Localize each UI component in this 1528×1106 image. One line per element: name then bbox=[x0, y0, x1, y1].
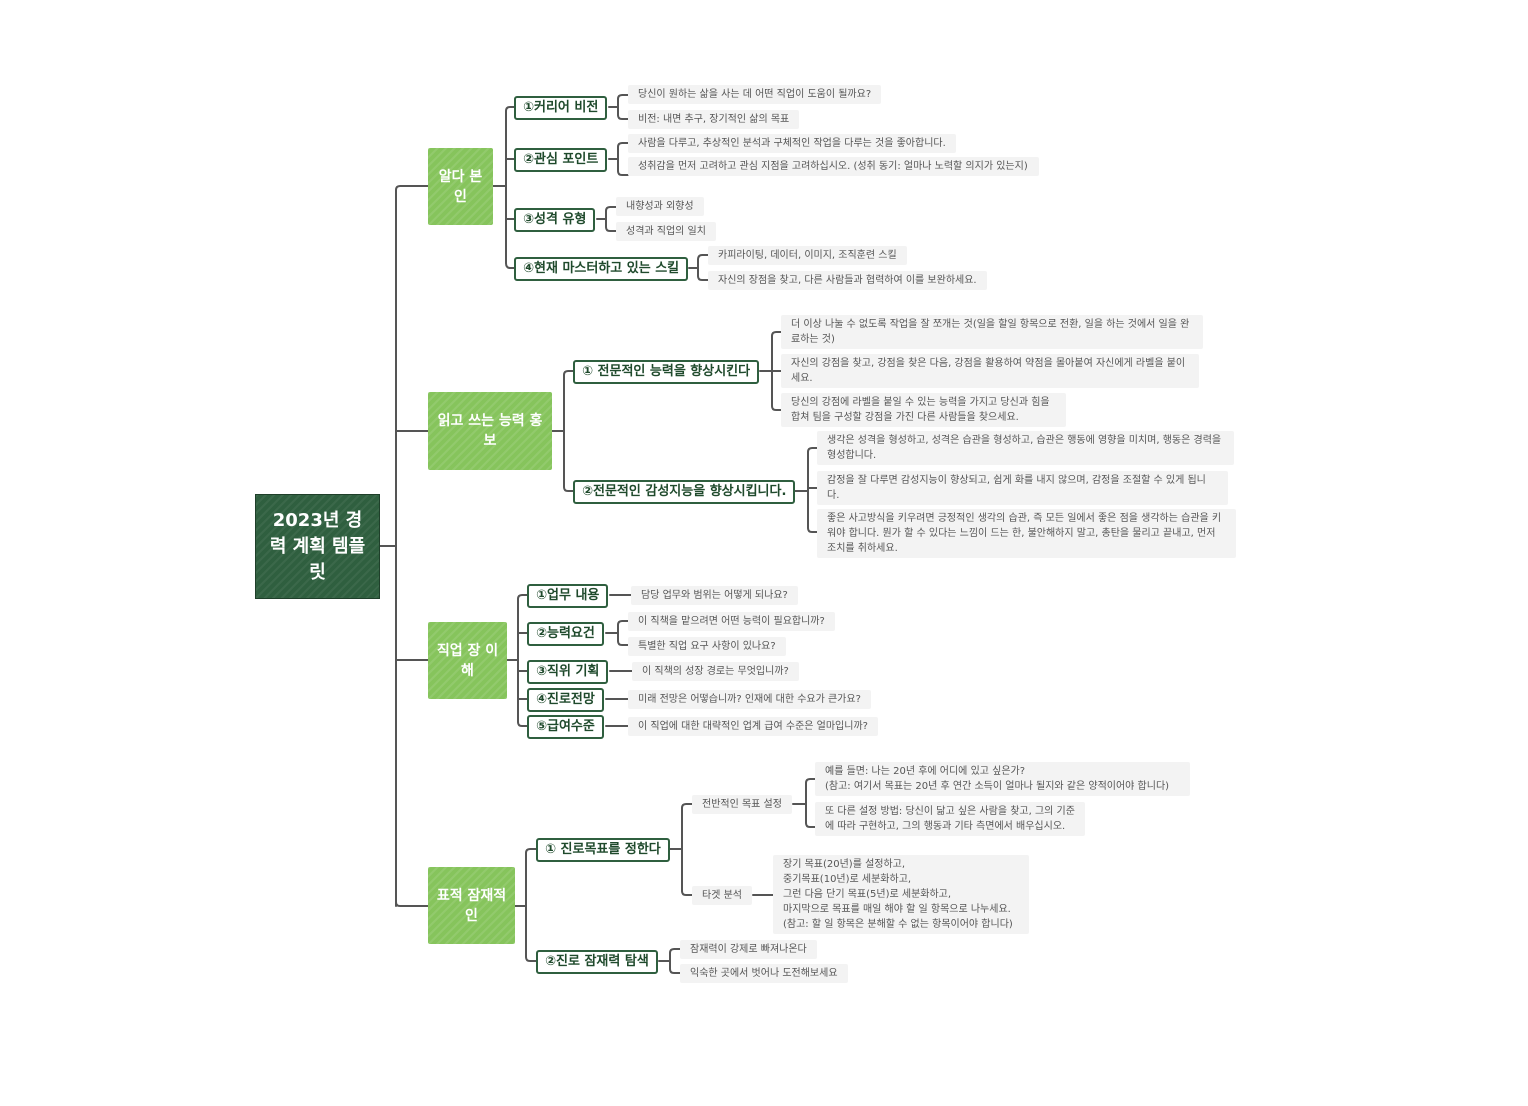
sub-career-vision[interactable]: ①커리어 비전 bbox=[514, 96, 608, 120]
mid-target-analysis[interactable]: 타겟 분석 bbox=[692, 886, 752, 905]
sub-career-outlook[interactable]: ④진로전망 bbox=[527, 688, 604, 712]
sub-salary-level[interactable]: ⑤급여수준 bbox=[527, 715, 604, 739]
sub-personality-type[interactable]: ③성격 유형 bbox=[514, 208, 596, 232]
branch-understand-job[interactable]: 직업 장 이해 bbox=[428, 622, 507, 699]
leaf[interactable]: 이 직책을 맡으려면 어떤 능력이 필요합니까? bbox=[628, 612, 835, 631]
sub-set-career-goal[interactable]: ① 진로목표를 정한다 bbox=[536, 838, 670, 862]
branch-literacy[interactable]: 읽고 쓰는 능력 홍보 bbox=[428, 392, 552, 470]
sub-job-content[interactable]: ①업무 내용 bbox=[527, 584, 609, 608]
sub-explore-potential[interactable]: ②진로 잠재력 탐색 bbox=[536, 950, 658, 974]
leaf[interactable]: 예를 들면: 나는 20년 후에 어디에 있고 싶은가? (참고: 여기서 목표… bbox=[815, 762, 1190, 796]
leaf[interactable]: 당신의 강점에 라벨을 붙일 수 있는 능력을 가지고 당신과 힘을 합쳐 팀을… bbox=[781, 393, 1066, 427]
leaf[interactable]: 좋은 사고방식을 키우려면 긍정적인 생각의 습관, 즉 모든 일에서 좋은 점… bbox=[817, 509, 1236, 558]
leaf[interactable]: 또 다른 설정 방법: 당신이 닮고 싶은 사람을 찾고, 그의 기준에 따라 … bbox=[815, 802, 1085, 836]
leaf[interactable]: 자신의 장점을 찾고, 다른 사람들과 협력하여 이를 보완하세요. bbox=[708, 271, 987, 290]
leaf[interactable]: 내향성과 외향성 bbox=[616, 197, 704, 216]
leaf[interactable]: 이 직업에 대한 대략적인 업계 급여 수준은 얼마입니까? bbox=[628, 717, 878, 736]
leaf[interactable]: 카피라이팅, 데이터, 이미지, 조직훈련 스킬 bbox=[708, 246, 907, 265]
branch-target-potential[interactable]: 표적 잠재적인 bbox=[428, 867, 515, 944]
leaf[interactable]: 성취감을 먼저 고려하고 관심 지점을 고려하십시오. (성취 동기: 얼마나 … bbox=[628, 157, 1039, 176]
sub-professional-ability[interactable]: ① 전문적인 능력을 향상시킨다 bbox=[573, 360, 760, 384]
leaf[interactable]: 사람을 다루고, 추상적인 분석과 구체적인 작업을 다루는 것을 좋아합니다. bbox=[628, 134, 956, 153]
leaf[interactable]: 이 직책의 성장 경로는 무엇입니까? bbox=[632, 662, 799, 681]
root-topic[interactable]: 2023년 경력 계획 템플릿 bbox=[255, 494, 380, 599]
sub-ability-requirements[interactable]: ②능력요건 bbox=[527, 622, 604, 646]
leaf[interactable]: 자신의 강점을 찾고, 강점을 찾은 다음, 강점을 활용하여 약점을 몰아붙여… bbox=[781, 354, 1199, 388]
leaf[interactable]: 미래 전망은 어떻습니까? 인재에 대한 수요가 큰가요? bbox=[628, 690, 871, 709]
sub-current-skills[interactable]: ④현재 마스터하고 있는 스킬 bbox=[514, 257, 689, 281]
leaf[interactable]: 장기 목표(20년)를 설정하고, 중기목표(10년)로 세분화하고, 그런 다… bbox=[773, 855, 1029, 934]
sub-emotional-intelligence[interactable]: ②전문적인 감성지능을 향상시킵니다. bbox=[573, 480, 796, 504]
leaf[interactable]: 생각은 성격을 형성하고, 성격은 습관을 형성하고, 습관은 행동에 영향을 … bbox=[817, 431, 1234, 465]
leaf[interactable]: 감정을 잘 다루면 감성지능이 향상되고, 쉽게 화를 내지 않으며, 감정을 … bbox=[817, 471, 1228, 505]
leaf[interactable]: 담당 업무와 범위는 어떻게 되나요? bbox=[631, 586, 798, 605]
leaf[interactable]: 당신이 원하는 삶을 사는 데 어떤 직업이 도움이 될까요? bbox=[628, 85, 882, 104]
leaf[interactable]: 잠재력이 강제로 빠져나온다 bbox=[680, 940, 817, 959]
leaf[interactable]: 특별한 직업 요구 사항이 있나요? bbox=[628, 637, 786, 656]
sub-interest-points[interactable]: ②관심 포인트 bbox=[514, 148, 608, 172]
mid-overall-goal[interactable]: 전반적인 목표 설정 bbox=[692, 795, 792, 814]
leaf[interactable]: 익숙한 곳에서 벗어나 도전해보세요 bbox=[680, 964, 848, 983]
leaf[interactable]: 비전: 내면 추구, 장기적인 삶의 목표 bbox=[628, 110, 800, 129]
leaf[interactable]: 성격과 직업의 일치 bbox=[616, 222, 716, 241]
leaf[interactable]: 더 이상 나눌 수 없도록 작업을 잘 쪼개는 것(일을 할일 항목으로 전환,… bbox=[781, 315, 1203, 349]
sub-position-planning[interactable]: ③직위 기획 bbox=[527, 660, 609, 684]
branch-know-yourself[interactable]: 알다 본인 bbox=[428, 148, 493, 225]
